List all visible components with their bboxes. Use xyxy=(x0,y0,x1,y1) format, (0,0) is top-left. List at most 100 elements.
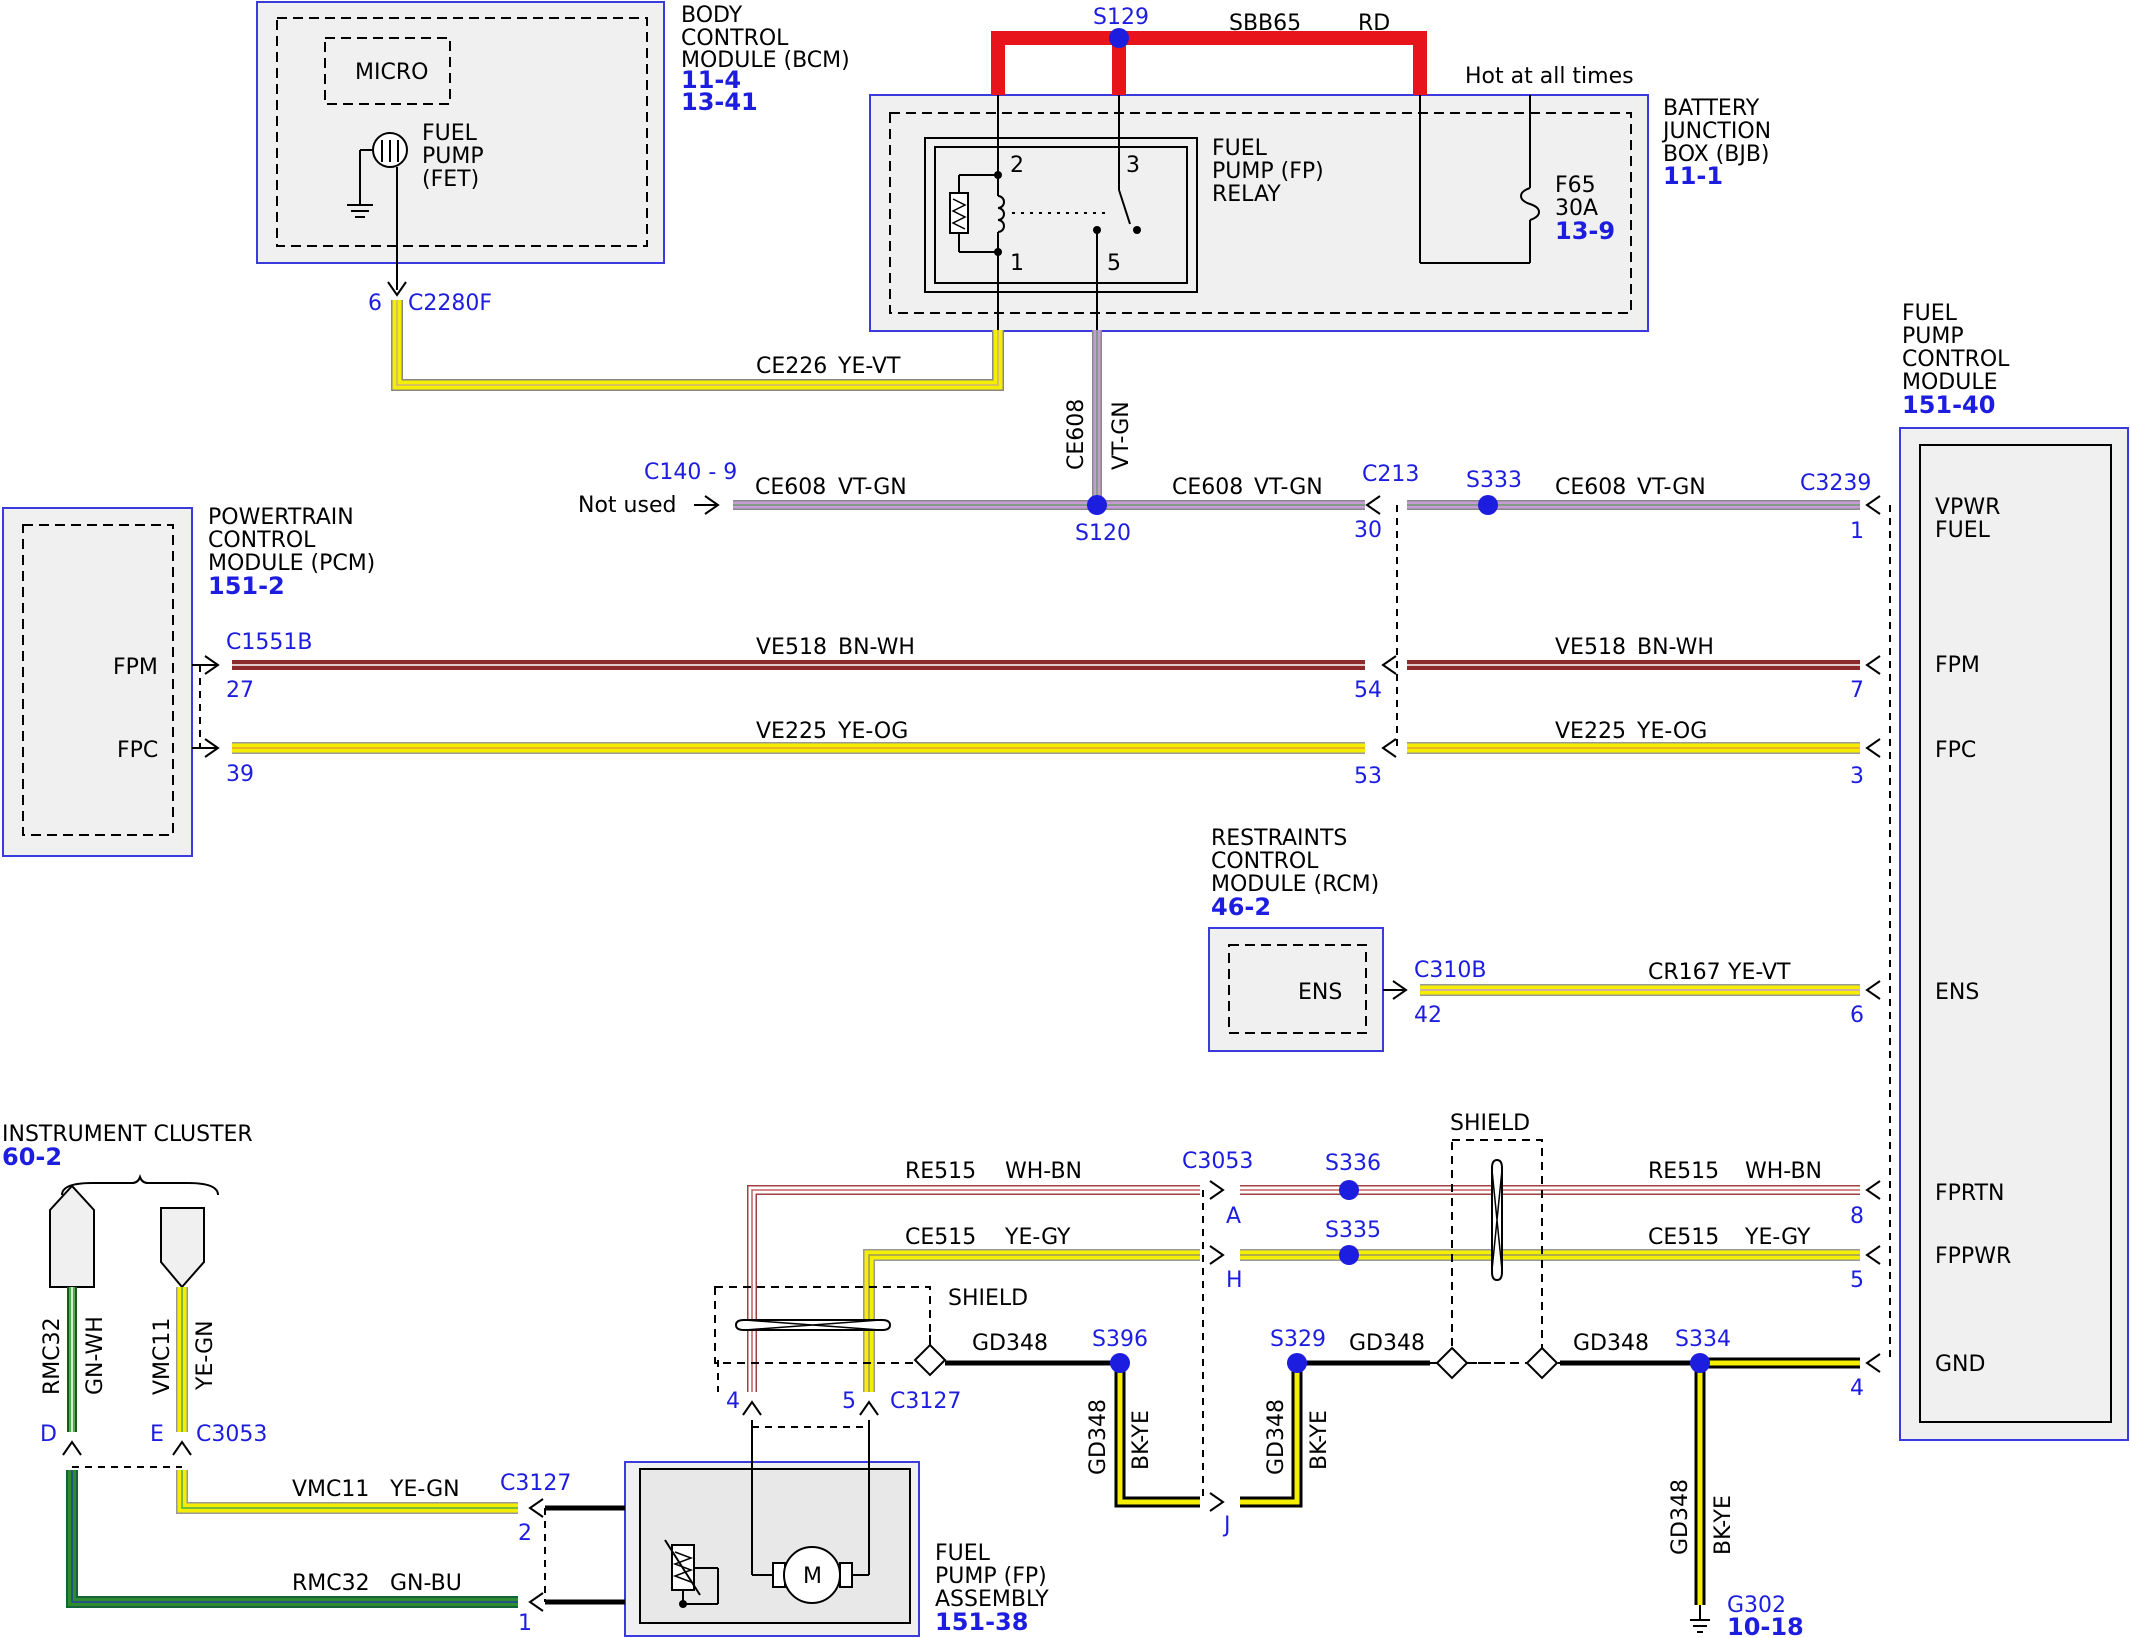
relay-name-line2: PUMP (FP) xyxy=(1212,159,1324,184)
rcm-ref[interactable]: 46-2 xyxy=(1211,893,1271,921)
rcm-name-line2: CONTROL xyxy=(1211,849,1319,874)
pin-c3053-h: H xyxy=(1226,1268,1243,1293)
splice-s129-label: S129 xyxy=(1093,5,1149,30)
pcm-module: FPM FPC xyxy=(2,507,193,857)
wire-vmc11-h-color: YE-GN xyxy=(389,1477,460,1502)
wire-ve225-right-circuit: VE225 xyxy=(1555,719,1626,744)
motor-label: M xyxy=(803,1564,822,1589)
cluster-connector-e-icon xyxy=(160,1207,205,1289)
pin-fpcm-fpc: 3 xyxy=(1850,764,1864,789)
fpcm-ref[interactable]: 151-40 xyxy=(1902,391,1995,419)
wire-gd348-c-circuit: GD348 xyxy=(1573,1331,1649,1356)
bjb-name-line1: BATTERY xyxy=(1663,96,1760,121)
connector-c1551b: C1551B xyxy=(226,630,312,655)
connector-c3239: C3239 xyxy=(1800,471,1871,496)
splices xyxy=(1087,28,1710,1373)
wire-re515-left-color: WH-BN xyxy=(1005,1159,1082,1184)
pin-fpcm-fppwr: 5 xyxy=(1850,1268,1864,1293)
wire-rmc32[interactable] xyxy=(66,1287,625,1608)
fpcm-pin-ens: ENS xyxy=(1935,980,1979,1005)
pin-c3127-5: 5 xyxy=(842,1389,856,1414)
wire-ve518-left-color: BN-WH xyxy=(838,635,915,660)
fp-assembly-module: M xyxy=(624,1461,920,1637)
splice-s396 xyxy=(1110,1353,1130,1373)
pin-c3127-4: 4 xyxy=(726,1389,740,1414)
splice-s120 xyxy=(1087,495,1107,515)
wire-gd348-v3-color: BK-YE xyxy=(1711,1495,1736,1555)
wire-gd348[interactable] xyxy=(945,1357,1860,1620)
relay-pin-2: 2 xyxy=(1010,153,1024,178)
wire-re515-left-circuit: RE515 xyxy=(905,1159,976,1184)
wire-gd348-v1-circuit: GD348 xyxy=(1086,1399,1111,1475)
pcm-pin-fpm: FPM xyxy=(113,655,158,680)
splice-s329 xyxy=(1287,1353,1307,1373)
pin-c213-fpc: 53 xyxy=(1354,764,1382,789)
bjb-ref[interactable]: 11-1 xyxy=(1663,162,1723,190)
connector-c2280f: C2280F xyxy=(408,291,492,316)
splice-s336 xyxy=(1339,1180,1359,1200)
pin-c213-fpm: 54 xyxy=(1354,678,1382,703)
ground-g302-label: G302 xyxy=(1727,1593,1786,1618)
wire-ce608-right-color: VT-GN xyxy=(1637,475,1706,500)
rcm-name-line3: MODULE (RCM) xyxy=(1211,872,1379,897)
wire-vmc11-h-circuit: VMC11 xyxy=(292,1477,369,1502)
bcm-ref-1[interactable]: 11-4 xyxy=(681,66,741,94)
splice-s329-label: S329 xyxy=(1270,1327,1326,1352)
wire-ve518-right-color: BN-WH xyxy=(1637,635,1714,660)
wire-ce608-vert-circuit: CE608 xyxy=(1064,399,1089,470)
pin-fpcm-ens: 6 xyxy=(1850,1003,1864,1028)
wire-rmc32-h-circuit: RMC32 xyxy=(292,1571,370,1596)
pcm-name-line2: CONTROL xyxy=(208,528,316,553)
wire-ce608-left-color: VT-GN xyxy=(838,475,907,500)
ground-g302-ref[interactable]: 10-18 xyxy=(1727,1613,1804,1638)
wire-ce226[interactable] xyxy=(391,252,1004,391)
bcm-ref-2[interactable]: 13-41 xyxy=(681,88,758,116)
wire-cr167-circuit: CR167 xyxy=(1648,960,1721,985)
wire-ce608-right-circuit: CE608 xyxy=(1555,475,1626,500)
bjb-name-line2: JUNCTION xyxy=(1661,119,1771,144)
connector-c310b: C310B xyxy=(1414,958,1486,983)
cluster-ref[interactable]: 60-2 xyxy=(2,1143,62,1171)
pin-fpcm-fpm: 7 xyxy=(1850,678,1864,703)
connector-ties xyxy=(72,505,1891,1602)
bcm-module: MICRO FUEL PUMP (FET) xyxy=(256,1,665,290)
wire-ce608-vert-color: VT-GN xyxy=(1109,401,1134,470)
pcm-ref[interactable]: 151-2 xyxy=(208,572,285,600)
wire-vmc11-v-circuit: VMC11 xyxy=(150,1318,175,1395)
shield-fp-assembly xyxy=(714,1286,947,1377)
wire-re515-right-circuit: RE515 xyxy=(1648,1159,1719,1184)
not-used-label: Not used xyxy=(578,493,676,518)
splice-s129 xyxy=(1109,28,1129,48)
wire-ve225-left-circuit: VE225 xyxy=(756,719,827,744)
wire-gd348-v2-circuit: GD348 xyxy=(1264,1399,1289,1475)
relay-switch-icon xyxy=(1093,95,1141,234)
wire-ce226-circuit: CE226 xyxy=(756,354,827,379)
connector-c140: C140 - 9 xyxy=(644,460,737,485)
wire-ce515-right-color: YE-GY xyxy=(1744,1225,1811,1250)
fuel-pump-motor-icon: M xyxy=(751,1462,870,1604)
wire-vmc11[interactable] xyxy=(176,1287,625,1514)
rcm-name-line1: RESTRAINTS xyxy=(1211,826,1347,851)
pin-rcm-ens: 42 xyxy=(1414,1003,1442,1028)
bcm-name-line1: BODY xyxy=(681,3,743,28)
splice-s333 xyxy=(1478,495,1498,515)
relay-pin-3: 3 xyxy=(1126,153,1140,178)
cluster-name: INSTRUMENT CLUSTER xyxy=(2,1122,253,1147)
relay-pin-1: 1 xyxy=(1010,251,1024,276)
wire-sbb65-circuit: SBB65 xyxy=(1229,11,1301,36)
wire-gd348-a-circuit: GD348 xyxy=(972,1331,1048,1356)
pcm-name-line1: POWERTRAIN xyxy=(208,505,354,530)
shield-left-label: SHIELD xyxy=(948,1286,1028,1311)
splice-s335-label: S335 xyxy=(1325,1218,1381,1243)
wire-ce608-mid-color: VT-GN xyxy=(1254,475,1323,500)
fuse-ref[interactable]: 13-9 xyxy=(1555,217,1615,245)
wire-rmc32-h-color: GN-BU xyxy=(390,1571,462,1596)
fpcm-name-line2: PUMP xyxy=(1902,324,1964,349)
connector-c3053-left: C3053 xyxy=(196,1422,267,1447)
pin-c2280f: 6 xyxy=(368,291,382,316)
fpcm-pin-fprtn: FPRTN xyxy=(1935,1181,2005,1206)
fp-assembly-ref[interactable]: 151-38 xyxy=(935,1608,1028,1636)
fpcm-module: VPWR FUEL FPM FPC ENS FPRTN FPPWR GND xyxy=(1899,427,2129,1441)
cluster-brace-icon xyxy=(61,1173,219,1196)
relay-pin-5: 5 xyxy=(1107,251,1121,276)
